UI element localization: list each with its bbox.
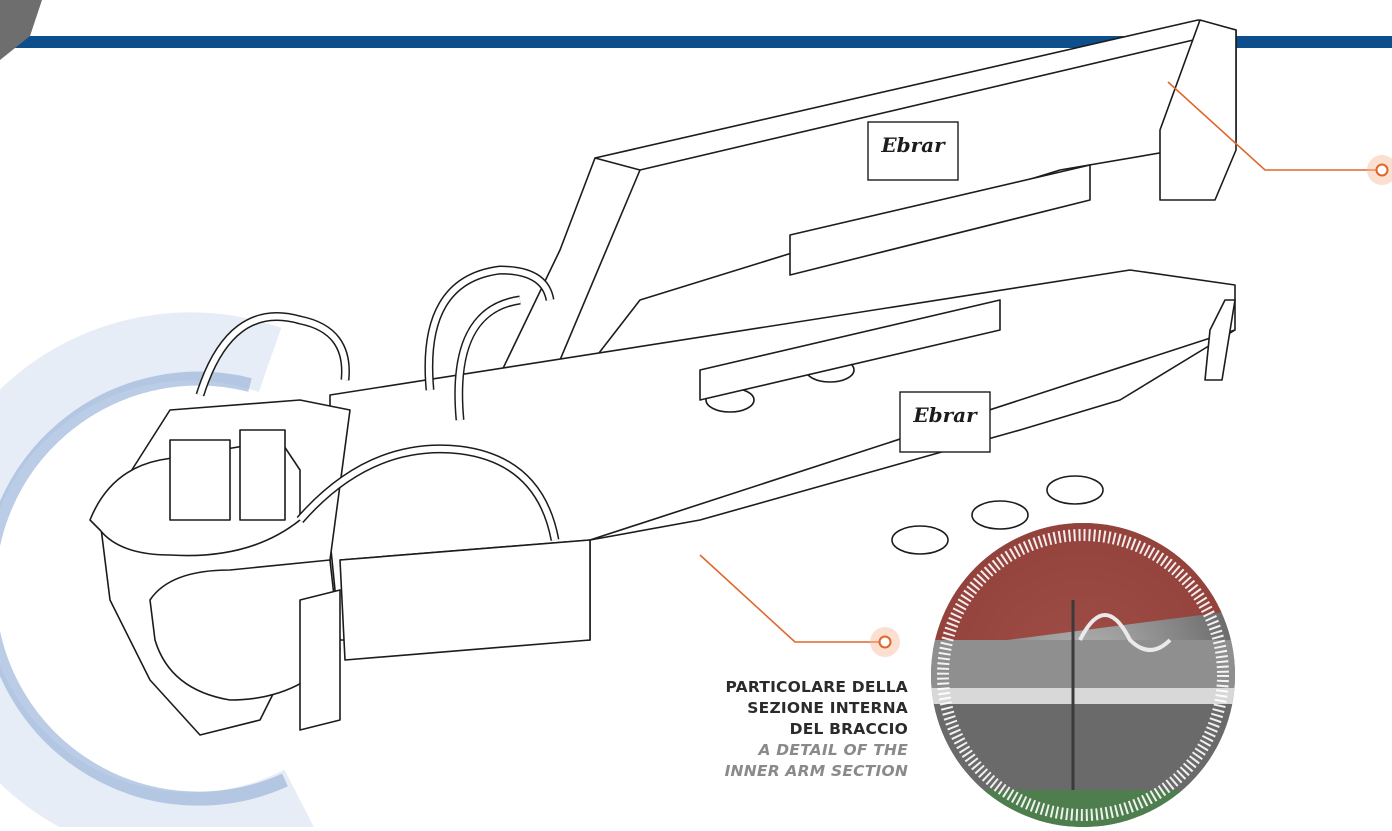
label-en-line-1: A DETAIL OF THE — [758, 741, 908, 759]
label-en-line-2: INNER ARM SECTION — [724, 762, 908, 780]
label-it-line-1: PARTICOLARE DELLA — [725, 678, 908, 696]
svg-text:Ebrar: Ebrar — [880, 133, 946, 157]
logo-plate-lower: Ebrar — [899, 391, 991, 453]
header-band — [0, 36, 1392, 48]
machine-body — [89, 19, 1237, 736]
detail-photo — [931, 523, 1235, 827]
callout-label: PARTICOLARE DELLA SEZIONE INTERNA DEL BR… — [678, 677, 908, 782]
gripper-jaw-lower — [149, 559, 341, 701]
label-it-line-3: DEL BRACCIO — [789, 720, 908, 738]
callout-top-right — [1167, 81, 1392, 185]
callout-bottom — [699, 554, 900, 657]
halo-ring-inner — [0, 371, 288, 806]
logo-plate-upper: Ebrar — [867, 121, 959, 181]
bottom-box — [339, 539, 591, 661]
corner-decoration — [0, 0, 42, 60]
halo-ring-outer — [0, 312, 316, 831]
svg-text:Ebrar: Ebrar — [912, 403, 978, 427]
label-it-line-2: SEZIONE INTERNA — [747, 699, 908, 717]
